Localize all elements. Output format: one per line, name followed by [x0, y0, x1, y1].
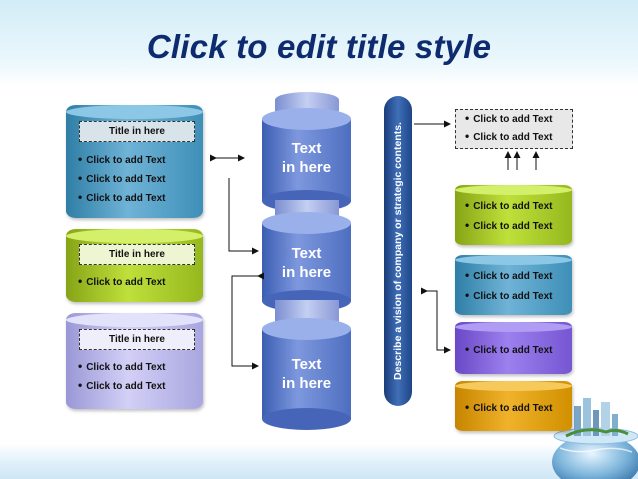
left-panel-2-bullet-1[interactable]: Click to add Text — [78, 274, 165, 288]
center-cylinder-1-line2[interactable]: in here — [281, 159, 332, 176]
right-top-bullet-1[interactable]: Click to add Text — [465, 111, 552, 125]
arrow-panel1-cylinder2 — [228, 178, 259, 255]
footer-band — [0, 444, 638, 479]
slide-title[interactable]: Click to edit title style — [146, 28, 492, 65]
center-cylinder-2-line1[interactable]: Text — [291, 245, 322, 262]
right-box-2 — [455, 255, 572, 315]
arrow-vision-right-boxes — [421, 287, 451, 354]
left-panel-3-bullet-2[interactable]: Click to add Text — [78, 378, 165, 392]
left-panel-3-bullet-1[interactable]: Click to add Text — [78, 359, 165, 373]
left-panel-2-title[interactable]: Title in here — [79, 244, 195, 265]
center-cylinder-3-line1[interactable]: Text — [291, 356, 322, 373]
right-box-3-bullet-1[interactable]: Click to add Text — [465, 342, 552, 356]
right-box-1-bullet-2[interactable]: Click to add Text — [465, 218, 552, 232]
center-cylinder-3-line2[interactable]: in here — [281, 375, 332, 392]
left-panel-1-title[interactable]: Title in here — [79, 121, 195, 142]
right-box-2-bullet-2[interactable]: Click to add Text — [465, 288, 552, 302]
vision-bar — [384, 96, 412, 406]
right-box-1 — [455, 185, 572, 245]
center-cylinder-3 — [262, 318, 351, 430]
arrow-cylinder2-left — [231, 272, 264, 370]
right-top-bullet-2[interactable]: Click to add Text — [465, 129, 552, 143]
left-panel-3-cap — [66, 313, 203, 327]
left-panel-1-bullet-3[interactable]: Click to add Text — [78, 190, 165, 204]
right-box-2-bullet-1[interactable]: Click to add Text — [465, 268, 552, 282]
left-panel-3-title[interactable]: Title in here — [79, 329, 195, 350]
header-band — [0, 0, 638, 86]
right-box-1-bullet-1[interactable]: Click to add Text — [465, 198, 552, 212]
center-cylinder-2-line2[interactable]: in here — [281, 264, 332, 281]
left-panel-1-bullet-2[interactable]: Click to add Text — [78, 171, 165, 185]
left-panel-2-cap — [66, 229, 203, 243]
center-cylinder-1-line1[interactable]: Text — [291, 140, 322, 157]
right-box-4-bullet-1[interactable]: Click to add Text — [465, 400, 552, 414]
left-panel-1-bullet-1[interactable]: Click to add Text — [78, 152, 165, 166]
left-panel-2 — [66, 229, 203, 302]
left-panel-1-cap — [66, 105, 203, 119]
globe-city-icon — [552, 398, 638, 479]
